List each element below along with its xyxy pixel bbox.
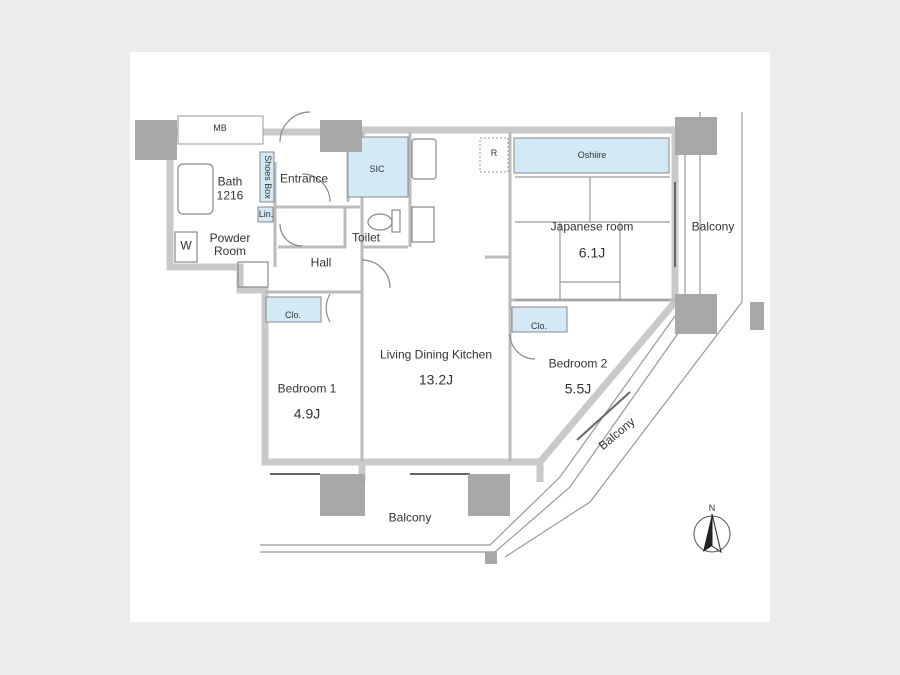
north-arrow-icon: [693, 513, 731, 554]
bedroom-1-label: Bedroom 1: [277, 381, 337, 396]
balcony-east-label: Balcony: [691, 219, 735, 234]
compass-north-label: N: [708, 503, 716, 514]
bath-size-label: 1216: [216, 188, 244, 203]
toilet-label: Toilet: [351, 230, 381, 245]
entrance-label: Entrance: [279, 171, 329, 186]
refrigerator-label: R: [490, 148, 498, 159]
closet-1-label: Clo.: [284, 310, 302, 321]
oshiire-label: Oshiire: [577, 150, 607, 161]
japanese-room-label: Japanese room: [550, 219, 634, 234]
lin-label: Lin.: [258, 209, 274, 220]
closet-2-label: Clo.: [530, 321, 548, 332]
ldk-size: 13.2J: [418, 371, 454, 388]
powder-room-label: Powder Room: [209, 230, 251, 258]
shoes-box-label: Shoes Box: [262, 155, 273, 199]
sic-label: SIC: [369, 164, 385, 175]
mb-label: MB: [213, 123, 227, 134]
ldk-label: Living Dining Kitchen: [379, 347, 493, 362]
floor-plan-drawing: [135, 111, 764, 564]
floor-plan: MB Bath 1216 Shoes Box Entrance SIC Lin.…: [130, 52, 770, 622]
bedroom-2-label: Bedroom 2: [548, 356, 608, 371]
bath-label: Bath: [217, 174, 243, 189]
w-label: W: [180, 238, 192, 253]
balcony-south-label: Balcony: [388, 510, 432, 525]
hall-label: Hall: [310, 255, 332, 270]
bedroom-2-size: 5.5J: [564, 380, 592, 397]
japanese-room-size: 6.1J: [578, 244, 606, 261]
bedroom-1-size: 4.9J: [293, 405, 321, 422]
